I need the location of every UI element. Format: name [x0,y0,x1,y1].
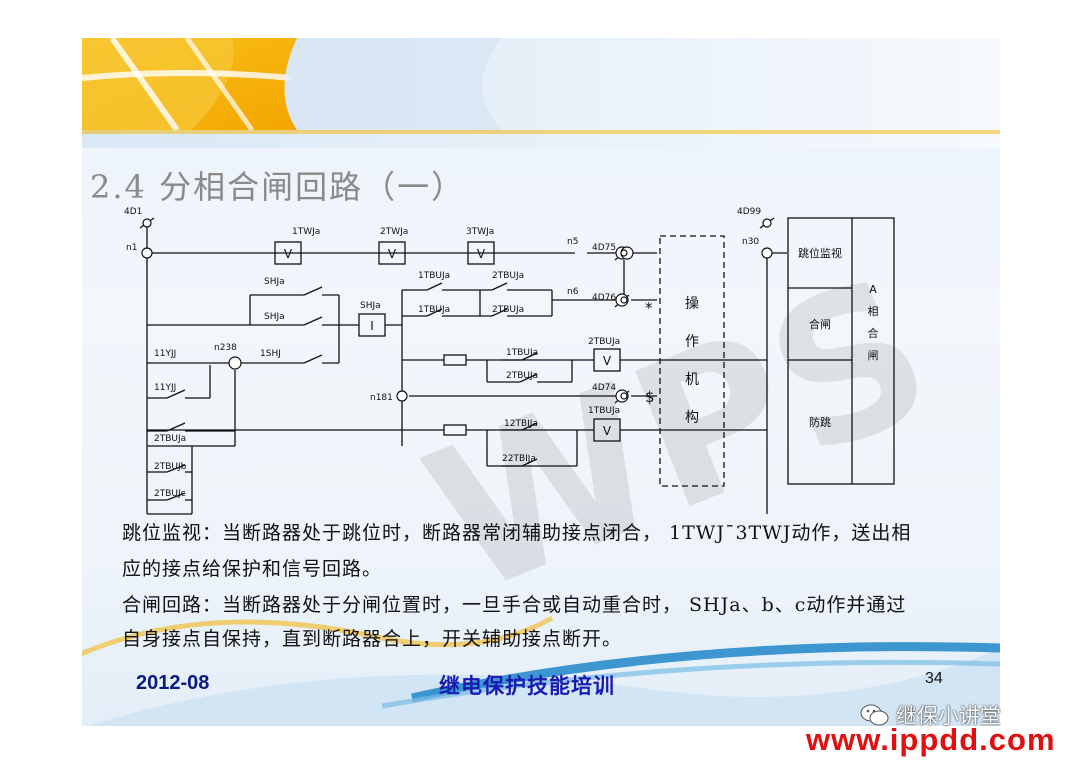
contact-1shj: 1SHJ [260,349,281,359]
contact-11yjj-1: 11YJJ [154,349,176,359]
contact-12tbija: 12TBIJa [504,419,538,429]
terminal-4d74: 4D74 [592,383,616,393]
contact-1tbuja-top: 1TBUJa [418,271,450,281]
body-line-1: 跳位监视：当断路器处于跳位时，断路器常闭辅助接点闭合， 1TWJ¯3TWJ动作，… [122,522,912,544]
relay-symbols: V V V I V V [284,247,612,438]
node-n1: n1 [126,243,137,253]
footer-title: 继电保护技能培训 [439,674,615,698]
contact-1tbuja-mid: 1TBUJa [506,348,538,358]
contact-2tbuja-bottom: 2TBUJa [492,305,524,315]
slide-background-decoration: WPS [82,38,1000,726]
relay-v-symbol: V [477,247,486,261]
footer-date: 2012-08 [136,672,210,694]
node-n238: n238 [214,343,237,353]
site-watermark: www.ippdd.com [806,722,1056,757]
star-symbol: * [645,299,653,317]
contact-2tbujb-left: 2TBUJb [154,462,187,472]
terminal-4d76: 4D76 [592,293,616,303]
terminal-4d75: 4D75 [592,243,616,253]
terminal-4d99: 4D99 [737,207,761,217]
slide-title: 2.4 分相合闸回路（一） [90,168,466,206]
circuit-diagram: V V V I V V 4D1 4D99 4D75 4D76 4D74 n1 n… [124,207,895,515]
relay-2tbuja-label: 2TBUJa [588,337,620,347]
slide: WPS 2.4 分相合闸回路（一） [82,38,1000,726]
relay-2twja-label: 2TWJa [380,227,408,237]
dollar-symbol: $ [645,388,655,406]
relay-v-symbol: V [284,247,293,261]
contact-11yjj-2: 11YJJ [154,383,176,393]
box-close: 合闸 [809,317,831,331]
relay-1tbuja-label: 1TBUJa [588,406,620,416]
body-line-4: 自身接点自保持，直到断路器合上，开关辅助接点断开。 [122,628,623,650]
contact-shja-2: SHJa [264,312,285,322]
relay-v-symbol: V [603,354,612,368]
relay-1twja-label: 1TWJa [292,227,320,237]
relay-v-symbol: V [388,247,397,261]
node-n5: n5 [567,237,578,247]
box-anti-pump: 防跳 [809,415,831,429]
contact-2tbuja-mid: 2TBUJa [506,371,538,381]
contact-1tbuja-bottom: 1TBUJa [418,305,450,315]
wechat-icon [860,704,889,726]
relay-shja-label: SHJa [360,301,381,311]
body-line-2: 应的接点给保护和信号回路。 [122,558,383,580]
operating-mechanism-label: 操作机构 [685,296,699,426]
contact-2tbujc-left: 2TBUJc [154,489,186,499]
node-n30: n30 [742,237,759,247]
relay-v-symbol: V [603,424,612,438]
contact-shja-1: SHJa [264,277,285,287]
wechat-watermark: 继保小讲堂 [860,700,1001,730]
contact-2tbuja-top: 2TBUJa [492,271,524,281]
body-line-3: 合闸回路：当断路器处于分闸位置时，一旦手合或自动重合时， SHJa、b、c动作并… [122,594,907,616]
terminal-4d1: 4D1 [124,207,142,217]
contact-22tbija: 22TBIJa [502,454,536,464]
box-trip-monitor: 跳位监视 [798,246,842,260]
contact-2tbuja-left: 2TBUJa [154,434,186,444]
node-n181: n181 [370,393,393,403]
node-n6: n6 [567,287,579,297]
relay-i-symbol: I [370,319,374,333]
page-number: 34 [925,670,943,687]
wechat-label: 继保小讲堂 [896,704,1001,728]
relay-3twja-label: 3TWJa [466,227,494,237]
